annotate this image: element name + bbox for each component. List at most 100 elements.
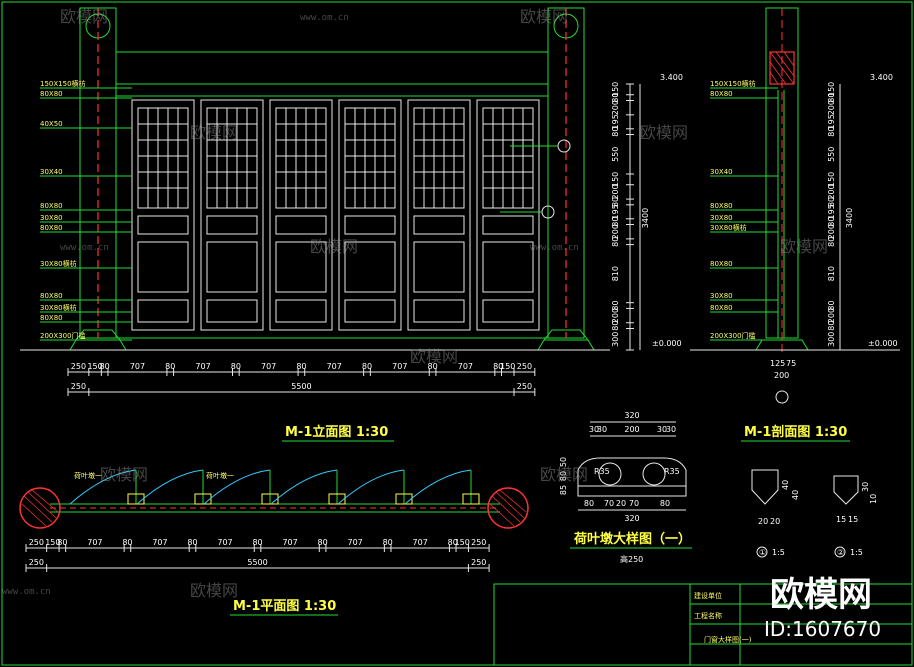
small-detail-1-shape (751, 469, 779, 505)
small-detail-1-label: ① (759, 548, 766, 557)
elevation-label: 80X80 (40, 224, 63, 232)
plan-dim-row2-label: 5500 (247, 558, 267, 567)
section-dim-label: 200 (611, 100, 620, 115)
small-detail-2-scale: 1:5 (850, 548, 863, 557)
detail-bottom-dim: 70 (604, 499, 614, 508)
section-bottom-dim: 75 (786, 359, 796, 368)
watermarks: 欧模网 www.om.cn 欧模网 欧模网 欧模网 www.om.cn 欧模网 … (2, 7, 881, 641)
plan-tag-1: 荷叶墩一 (74, 471, 102, 480)
section-label: 200X300门槛 (710, 331, 756, 340)
door-waist-panel (413, 215, 465, 235)
section-dim-label-right: 550 (827, 147, 836, 162)
section-bottom-dim: 200 (774, 371, 789, 380)
plan-dim-row1-label: 150 (45, 538, 60, 547)
small-detail-1-dim: 20 (770, 517, 780, 526)
detail-title: 荷叶墩大样图（一） (573, 531, 691, 547)
plan-dim-row1-label: 707 (347, 538, 362, 547)
small-detail-1-dim: 40 (791, 490, 800, 500)
plan-door-swing (270, 469, 338, 505)
door-leaves (131, 99, 540, 331)
watermark-brand-1: 欧模网 (60, 7, 108, 26)
section-dim-label-right: 150 (827, 172, 836, 187)
elevation-dim-row1-label: 707 (261, 362, 276, 371)
watermark-url-1: www.om.cn (300, 13, 349, 23)
elevation-dim-row2-label: 250 (517, 382, 532, 391)
plan-door-swing (203, 469, 271, 505)
door-leaf (200, 99, 264, 331)
plan-dim-row1-label: 80 (252, 538, 262, 547)
section-dim-label-right: 200 (827, 308, 836, 323)
section-dimensions: 1508020019580550150200801958020080810802… (611, 73, 898, 380)
detail-side-dim: 85 (559, 485, 568, 495)
watermark-brand-5: 欧模网 (310, 237, 358, 256)
plan-door-swing (337, 469, 405, 505)
plan-door-swing (404, 469, 472, 505)
section-dim-label: 300 (611, 332, 620, 347)
section-dim-label: 550 (611, 147, 620, 162)
elevation-dim-row1-label: 250 (71, 362, 86, 371)
plan-dim-row1-label: 80 (122, 538, 132, 547)
section-label: 30X80横枋 (710, 223, 747, 232)
detail-radius-left: R35 (594, 467, 610, 476)
door-kick-panel (137, 299, 189, 323)
section-dim-label-right: 195 (827, 204, 836, 219)
section-dim-label: 80 (611, 321, 620, 331)
door-waist-panel (206, 215, 258, 235)
elevation-label: 80X80 (40, 90, 63, 98)
section-dim-label: 150 (611, 172, 620, 187)
plan-dim-row2-label: 250 (471, 558, 486, 567)
elevation-view: 150X150横枋80X8040X5030X4080X8030X8080X803… (20, 7, 610, 442)
elevation-dim-row1-label: 707 (327, 362, 342, 371)
elevation-label: 80X80 (40, 202, 63, 210)
plan-door-swing (136, 469, 204, 505)
section-leaders: 150X150横枋80X8030X4080X8030X8030X80横枋80X8… (710, 79, 778, 341)
small-detail-2-dim: 15 (836, 515, 846, 524)
plan-dim-row1-label: 150 (455, 538, 470, 547)
small-detail-2-label: ② (837, 548, 844, 557)
plan-dim-row1-label: 707 (87, 538, 102, 547)
section-bottom-level-right: ±0.000 (868, 339, 898, 348)
door-kick-panel (482, 299, 534, 323)
section-dim-label-right: 200 (827, 224, 836, 239)
door-lattice-panel (137, 107, 189, 209)
section-label: 30X80 (710, 292, 733, 300)
elevation-dim-row1-label: 150 (500, 362, 515, 371)
small-detail-1-scale: 1:5 (772, 548, 785, 557)
section-label: 80X80 (710, 304, 733, 312)
section-dim-label: 80 (611, 300, 620, 310)
detail-top-dim: 200 (624, 425, 639, 434)
watermark-brand-6: 欧模网 (780, 237, 828, 256)
detail-side-dim: 50 (559, 457, 568, 467)
elevation-dim-row1-label: 80 (100, 362, 110, 371)
elevation-label: 30X40 (40, 168, 63, 176)
plan-dim-row1-label: 80 (318, 538, 328, 547)
section-dim-label-right: 200 (827, 100, 836, 115)
elevation-dim-row1-label: 250 (517, 362, 532, 371)
section-dim-label-right: 80 (827, 321, 836, 331)
elevation-dim-row1-label: 707 (392, 362, 407, 371)
section-dim-label-right: 810 (827, 266, 836, 281)
section-dim-label: 80 (611, 197, 620, 207)
plan-pier (462, 493, 480, 505)
door-leaf (131, 99, 195, 331)
elevation-dim-row1-label: 80 (231, 362, 241, 371)
detail-top-dim: 30 (597, 425, 607, 434)
door-waist-panel (482, 215, 534, 235)
plan-title: M-1平面图 1:30 (233, 599, 336, 614)
detail-side-dim: 80 (559, 471, 568, 481)
plan-dim-row1-label: 250 (29, 538, 44, 547)
elevation-label: 80X80 (40, 314, 63, 322)
door-waist-panel (275, 215, 327, 235)
plan-dim-row1-label: 80 (187, 538, 197, 547)
section-label: 80X80 (710, 202, 733, 210)
section-dim-label: 810 (611, 266, 620, 281)
section-dim-label: 150 (611, 82, 620, 97)
elevation-dim-row2-label: 5500 (291, 382, 311, 391)
detail-top-dim: 30 (666, 425, 676, 434)
plan-dim-row1-label: 707 (413, 538, 428, 547)
door-leaf (269, 99, 333, 331)
door-lower-panel (275, 241, 327, 293)
door-lower-panel (413, 241, 465, 293)
